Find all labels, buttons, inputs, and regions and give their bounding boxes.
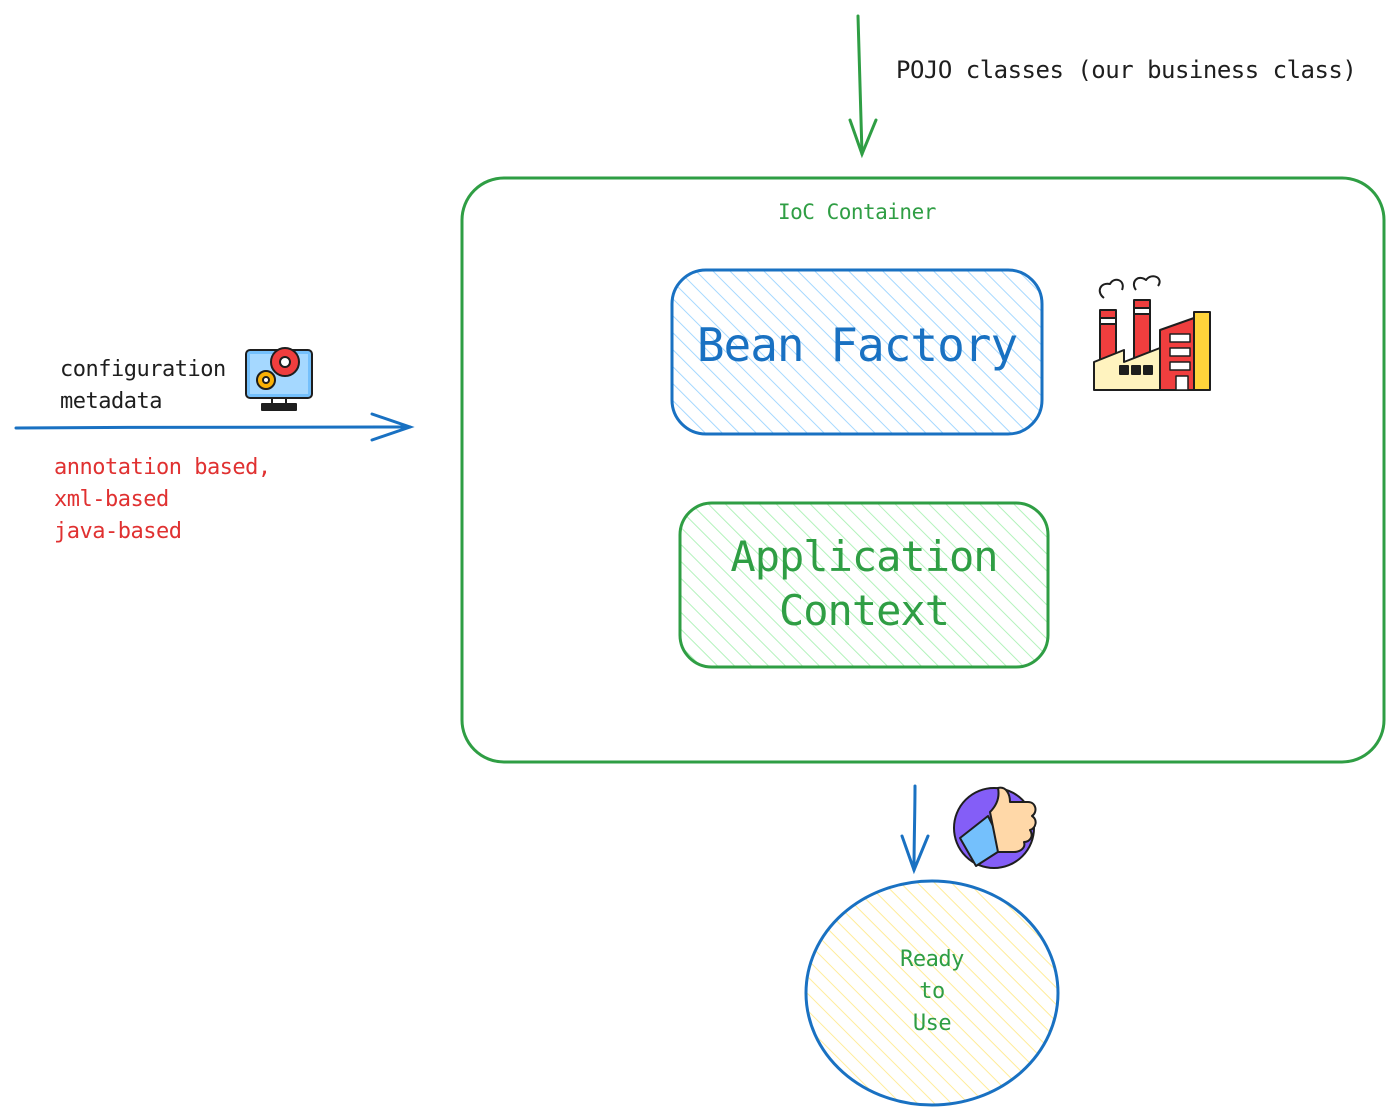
config-label-line: configuration	[60, 357, 226, 382]
configuration-metadata-label: configuration metadata	[60, 354, 226, 418]
ready-to-use-line: Ready	[900, 947, 964, 972]
config-arrow	[14, 412, 415, 442]
config-format-item: xml-based	[54, 487, 169, 512]
ready-to-use-line: Use	[912, 1011, 952, 1036]
thumbs-up-icon	[953, 786, 1037, 869]
application-context-box	[678, 501, 1050, 669]
ready-to-use-label: Ready to Use	[812, 944, 1052, 1040]
ioc-container-title: IoC Container	[778, 200, 936, 224]
pojo-arrow	[848, 14, 878, 159]
application-context-label: Application Context	[680, 530, 1048, 638]
monitor-gears-icon	[245, 347, 313, 411]
config-formats-list: annotation based, xml-based java-based	[54, 452, 271, 548]
factory-icon	[1093, 275, 1211, 391]
bean-factory-label: Bean Factory	[696, 318, 1018, 372]
application-context-line: Context	[778, 586, 950, 635]
ioc-container-box	[460, 176, 1386, 764]
ready-to-use-circle	[804, 879, 1060, 1107]
output-arrow	[900, 784, 930, 875]
ready-to-use-line: to	[919, 979, 945, 1004]
pojo-classes-label: POJO classes (our business class)	[896, 56, 1357, 84]
application-context-line: Application	[730, 532, 998, 581]
config-format-item: annotation based,	[54, 455, 271, 480]
bean-factory-box	[670, 268, 1044, 436]
config-format-item: java-based	[54, 519, 182, 544]
config-label-line: metadata	[60, 389, 162, 414]
